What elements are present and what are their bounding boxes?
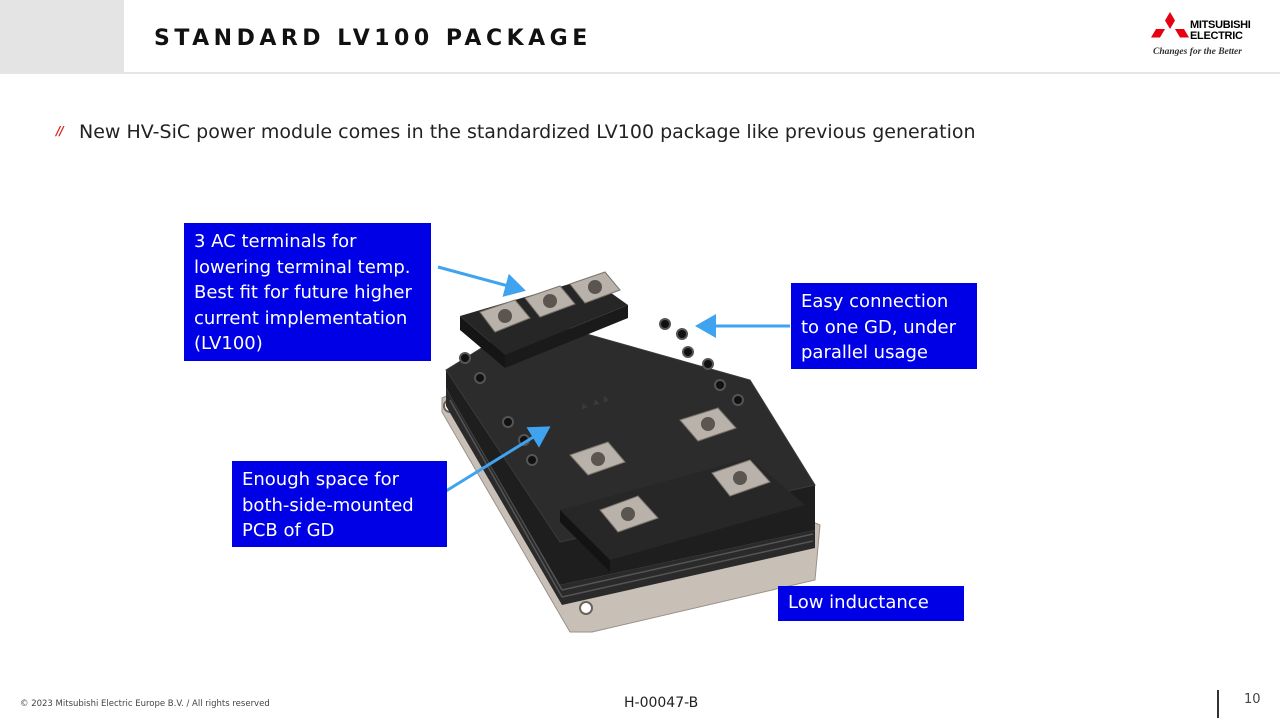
bullet-marker-icon: //	[56, 124, 64, 138]
three-diamonds-icon	[1151, 12, 1189, 38]
callout-ac-terminals: 3 AC terminals for lowering terminal tem…	[184, 223, 431, 361]
logo-line-1: MITSUBISHI	[1190, 19, 1251, 31]
callout-easy-connection: Easy connection to one GD, under paralle…	[791, 283, 977, 369]
slide-title: STANDARD LV100 PACKAGE	[154, 26, 592, 51]
slide-header: STANDARD LV100 PACKAGE MITSUBISHI ELECTR…	[0, 0, 1280, 72]
footer-document-code: H-00047-B	[624, 695, 699, 711]
page-number: 10	[1244, 692, 1261, 707]
bullet-text: New HV-SiC power module comes in the sta…	[79, 121, 976, 143]
callout-enough-space: Enough space for both-side-mounted PCB o…	[232, 461, 447, 547]
logo-wordmark: MITSUBISHI ELECTRIC	[1190, 20, 1251, 42]
callout-low-inductance: Low inductance	[778, 586, 964, 621]
footer-divider	[1217, 690, 1219, 718]
header-accent-block	[0, 0, 124, 72]
mitsubishi-logo: MITSUBISHI ELECTRIC Changes for the Bett…	[1150, 12, 1270, 62]
logo-line-2: ELECTRIC	[1190, 30, 1243, 42]
header-divider	[0, 72, 1280, 74]
footer-copyright: © 2023 Mitsubishi Electric Europe B.V. /…	[20, 699, 270, 709]
logo-tagline: Changes for the Better	[1153, 47, 1242, 57]
